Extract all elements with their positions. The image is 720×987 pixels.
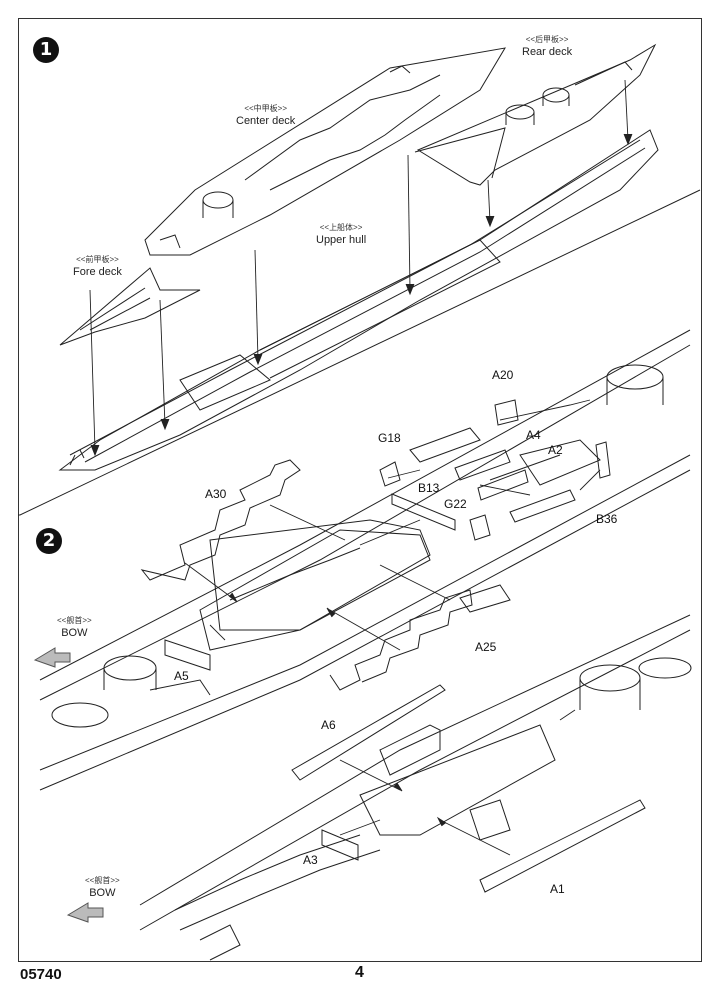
part-label-a30: A30: [205, 487, 227, 501]
part-a6: [291, 684, 446, 781]
upper-hull-label-cn: <<上船体>>: [319, 223, 363, 232]
part-a4: [454, 449, 511, 481]
part-a1: [479, 799, 646, 893]
rear-deck-label: <<后甲板>> Rear deck: [522, 34, 572, 58]
part-label-a20: A20: [492, 368, 514, 382]
bow-label-lower: <<舰首>> BOW: [85, 875, 120, 899]
hull-view-upper: [39, 329, 691, 791]
page-frame: [18, 18, 702, 962]
part-a3: [321, 829, 359, 861]
upper-hull-label: <<上船体>> Upper hull: [316, 222, 366, 246]
part-label-a1: A1: [550, 882, 565, 896]
part-g18: [379, 461, 401, 487]
part-label-g22: G22: [444, 497, 467, 511]
part-label-a5: A5: [174, 669, 189, 683]
fore-deck-label: <<前甲板>> Fore deck: [73, 254, 122, 278]
rear-deck-part: [414, 43, 657, 186]
fore-deck-part: [59, 267, 201, 346]
bow-label-lower-en: BOW: [89, 887, 116, 899]
upper-hull-label-en: Upper hull: [316, 234, 367, 246]
rear-deck-label-en: Rear deck: [522, 46, 573, 58]
center-deck-part: [144, 47, 506, 256]
center-deck-label-en: Center deck: [236, 115, 296, 127]
part-label-a3: A3: [303, 853, 318, 867]
part-a5: [164, 639, 211, 671]
fore-deck-label-en: Fore deck: [73, 266, 122, 278]
bow-arrow-upper: [33, 647, 71, 668]
part-label-g18: G18: [378, 431, 401, 445]
page-number: 4: [355, 964, 364, 981]
hull-view-lower: [139, 614, 692, 961]
part-label-a2: A2: [548, 443, 563, 457]
step-2-marker: 2: [36, 528, 62, 554]
part-a20: [494, 399, 519, 426]
center-deck-label: <<中甲板>> Center deck: [236, 103, 295, 127]
part-a30: [140, 459, 301, 581]
part-a25: [329, 589, 473, 691]
step-1-marker: 1: [33, 37, 59, 63]
product-code: 05740: [20, 966, 62, 983]
step2-upper-parts: [140, 399, 611, 691]
fore-deck-label-cn: <<前甲板>>: [76, 255, 119, 264]
bow-arrow-lower: [66, 902, 104, 923]
center-deck-label-cn: <<中甲板>>: [244, 104, 287, 113]
part-label-b36: B36: [596, 512, 618, 526]
step2-lower-parts: [291, 684, 646, 893]
part-label-a4: A4: [526, 428, 541, 442]
part-b36: [595, 441, 611, 479]
upper-hull-part: [58, 129, 659, 471]
bow-label-upper-cn: <<舰首>>: [57, 616, 92, 625]
step-divider: [18, 189, 701, 516]
rear-deck-label-cn: <<后甲板>>: [525, 35, 569, 44]
part-g22: [469, 514, 491, 541]
bow-label-upper-en: BOW: [61, 627, 88, 639]
bow-label-upper: <<舰首>> BOW: [57, 615, 92, 639]
bow-label-lower-cn: <<舰首>>: [85, 876, 120, 885]
part-b13: [391, 493, 456, 531]
part-a2: [477, 469, 529, 501]
part-label-a25: A25: [475, 640, 497, 654]
part-label-a6: A6: [321, 718, 336, 732]
part-label-b13: B13: [418, 481, 440, 495]
